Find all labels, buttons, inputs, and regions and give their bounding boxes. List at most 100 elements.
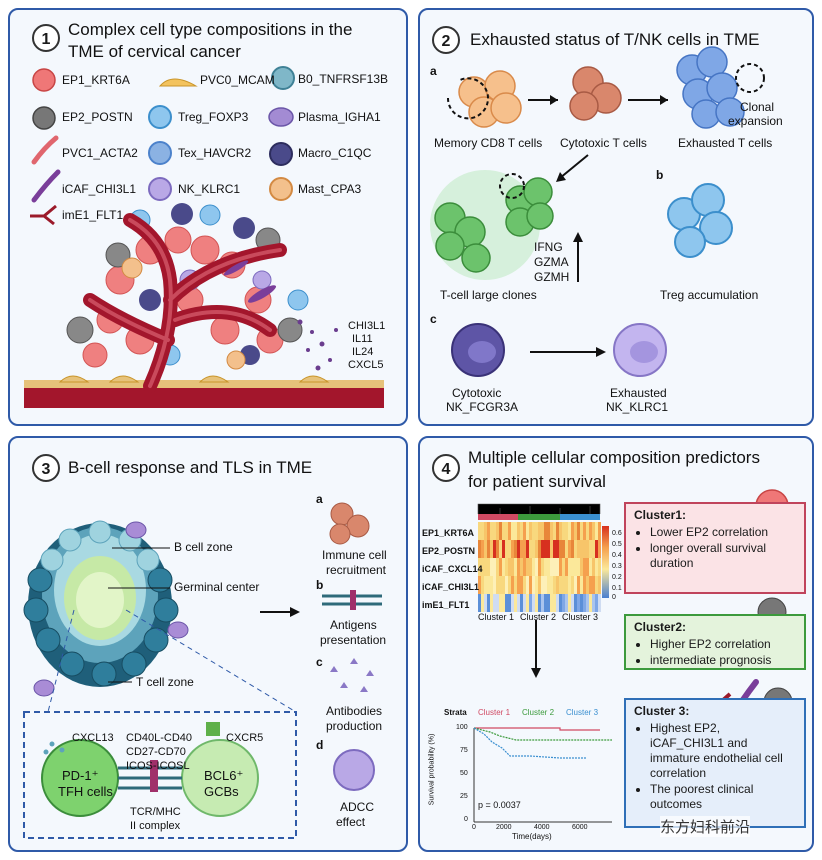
scale-0-6: 0.6 [612, 530, 622, 537]
heatmap-cell [577, 522, 580, 540]
legend-icaf-chi3l1: iCAF_CHI3L1 [62, 182, 137, 196]
km-ytick-100: 100 [456, 724, 468, 731]
heatmap-cell [538, 540, 541, 558]
heatmap-cell [565, 594, 568, 612]
secreted-il11: IL11 [352, 333, 373, 345]
heatmap-cell [598, 558, 601, 576]
heatmap-cell [481, 522, 484, 540]
t-cell-zone-label: T cell zone [136, 675, 194, 689]
b0-tnfrsf13b-icon [271, 66, 295, 90]
cluster2-heading: Cluster2: [634, 620, 687, 634]
heatmap-cell [505, 594, 508, 612]
heatmap-cell [505, 558, 508, 576]
heatmap-cell [571, 594, 574, 612]
pd1-label: PD-1⁺ [62, 768, 99, 783]
heatmap-cell [556, 540, 559, 558]
heatmap-cell [493, 522, 496, 540]
scale-0-5: 0.5 [612, 541, 622, 548]
heatmap-cell [592, 558, 595, 576]
panel4-title-line1: Multiple cellular composition predictors [468, 448, 760, 467]
pair-cd27-cd70: CD27-CD70 [126, 746, 186, 758]
gcbs-label: GCBs [204, 784, 239, 799]
heatmap-cell [559, 522, 562, 540]
treg-accumulation-label: Treg accumulation [660, 288, 759, 302]
heatmap-cell [571, 540, 574, 558]
scale-0-4: 0.4 [612, 552, 622, 559]
heatmap-cell [526, 594, 529, 612]
heatmap-cell [562, 558, 565, 576]
heatmap-cell [535, 576, 538, 594]
panel3-sub-b: b [316, 578, 324, 592]
scale-0: 0 [612, 594, 616, 601]
heatmap-cell [484, 558, 487, 576]
b-cell-zone-label: B cell zone [174, 540, 233, 554]
cluster2-item-2: intermediate prognosis [650, 653, 796, 668]
heatmap-cell [523, 558, 526, 576]
heatmap-cell [550, 576, 553, 594]
ep1-krt6a-icon [32, 68, 56, 92]
heatmap-cell [559, 540, 562, 558]
scale-0-3: 0.3 [612, 563, 622, 570]
cluster3-item-1: Highest EP2, iCAF_CHI3L1 and immature en… [650, 721, 796, 781]
heatmap-cell [559, 576, 562, 594]
heatmap-cell [508, 576, 511, 594]
heatmap-cell [565, 558, 568, 576]
exhausted-t-label: Exhausted T cells [678, 136, 773, 150]
heatmap-cell [520, 558, 523, 576]
cxcl13-label: CXCL13 [72, 732, 114, 744]
legend-ime1-flt1: imE1_FLT1 [62, 208, 124, 222]
heatmap-cell [595, 594, 598, 612]
panel-number-2: 2 [432, 26, 460, 54]
panel1-title-line1: Complex cell type compositions in the [68, 20, 353, 39]
memory-cd8-label: Memory CD8 T cells [434, 136, 543, 150]
km-legend-c1: Cluster 1 [478, 708, 511, 717]
heatmap-cell [541, 522, 544, 540]
heatmap-cell [598, 540, 601, 558]
marker-ifng: IFNG [534, 240, 563, 254]
heatmap-cell [544, 576, 547, 594]
cluster1-item-2: longer overall survival duration [650, 541, 796, 571]
scale-0-2: 0.2 [612, 574, 622, 581]
panel3-title: B-cell response and TLS in TME [68, 458, 313, 477]
pvc1-acta2-icon [31, 135, 59, 165]
heatmap-cell [589, 576, 592, 594]
heatmap-cell [550, 522, 553, 540]
heatmap-cell [538, 594, 541, 612]
heat-row-ep1: EP1_KRT6A [422, 528, 475, 538]
heatmap-cell [559, 594, 562, 612]
nk-klrc1-icon [148, 177, 172, 201]
heatmap-cell [502, 522, 505, 540]
heatmap-cell [574, 558, 577, 576]
panel4-title-line2: for patient survival [468, 472, 606, 491]
heatmap-cell [583, 558, 586, 576]
heatmap-cell [484, 540, 487, 558]
cluster3-item-2: The poorest clinical outcomes [650, 782, 796, 812]
heatmap-cell [556, 594, 559, 612]
km-legend-c2: Cluster 2 [522, 708, 555, 717]
heatmap-cell [487, 576, 490, 594]
heatmap-cell [496, 522, 499, 540]
heatmap-cell [499, 558, 502, 576]
heatmap-cell [538, 558, 541, 576]
heatmap-cell [514, 594, 517, 612]
heatmap-cell [583, 576, 586, 594]
germinal-center-label: Germinal center [174, 580, 260, 594]
cluster3-box: Cluster 3: Highest EP2, iCAF_CHI3L1 and … [624, 698, 806, 828]
heatmap-cell [493, 558, 496, 576]
heatmap-cell [505, 576, 508, 594]
cluster1-item-1: Lower EP2 correlation [650, 525, 796, 540]
heatmap-cell [538, 522, 541, 540]
heatmap-cell [478, 594, 481, 612]
heatmap-cell [547, 576, 550, 594]
heatmap-cell [517, 558, 520, 576]
heatmap-cell [592, 540, 595, 558]
heatmap-cell [583, 540, 586, 558]
panel2-sub-a: a [430, 64, 437, 78]
heatmap-cell [535, 594, 538, 612]
heat-col-cluster3: Cluster 3 [562, 612, 599, 622]
cluster2-box: Cluster2: Higher EP2 correlation interme… [624, 614, 806, 670]
heatmap-cell [502, 558, 505, 576]
heatmap-cell [553, 558, 556, 576]
pair-cd40l-cd40: CD40L-CD40 [126, 732, 193, 744]
heatmap-cell [487, 594, 490, 612]
